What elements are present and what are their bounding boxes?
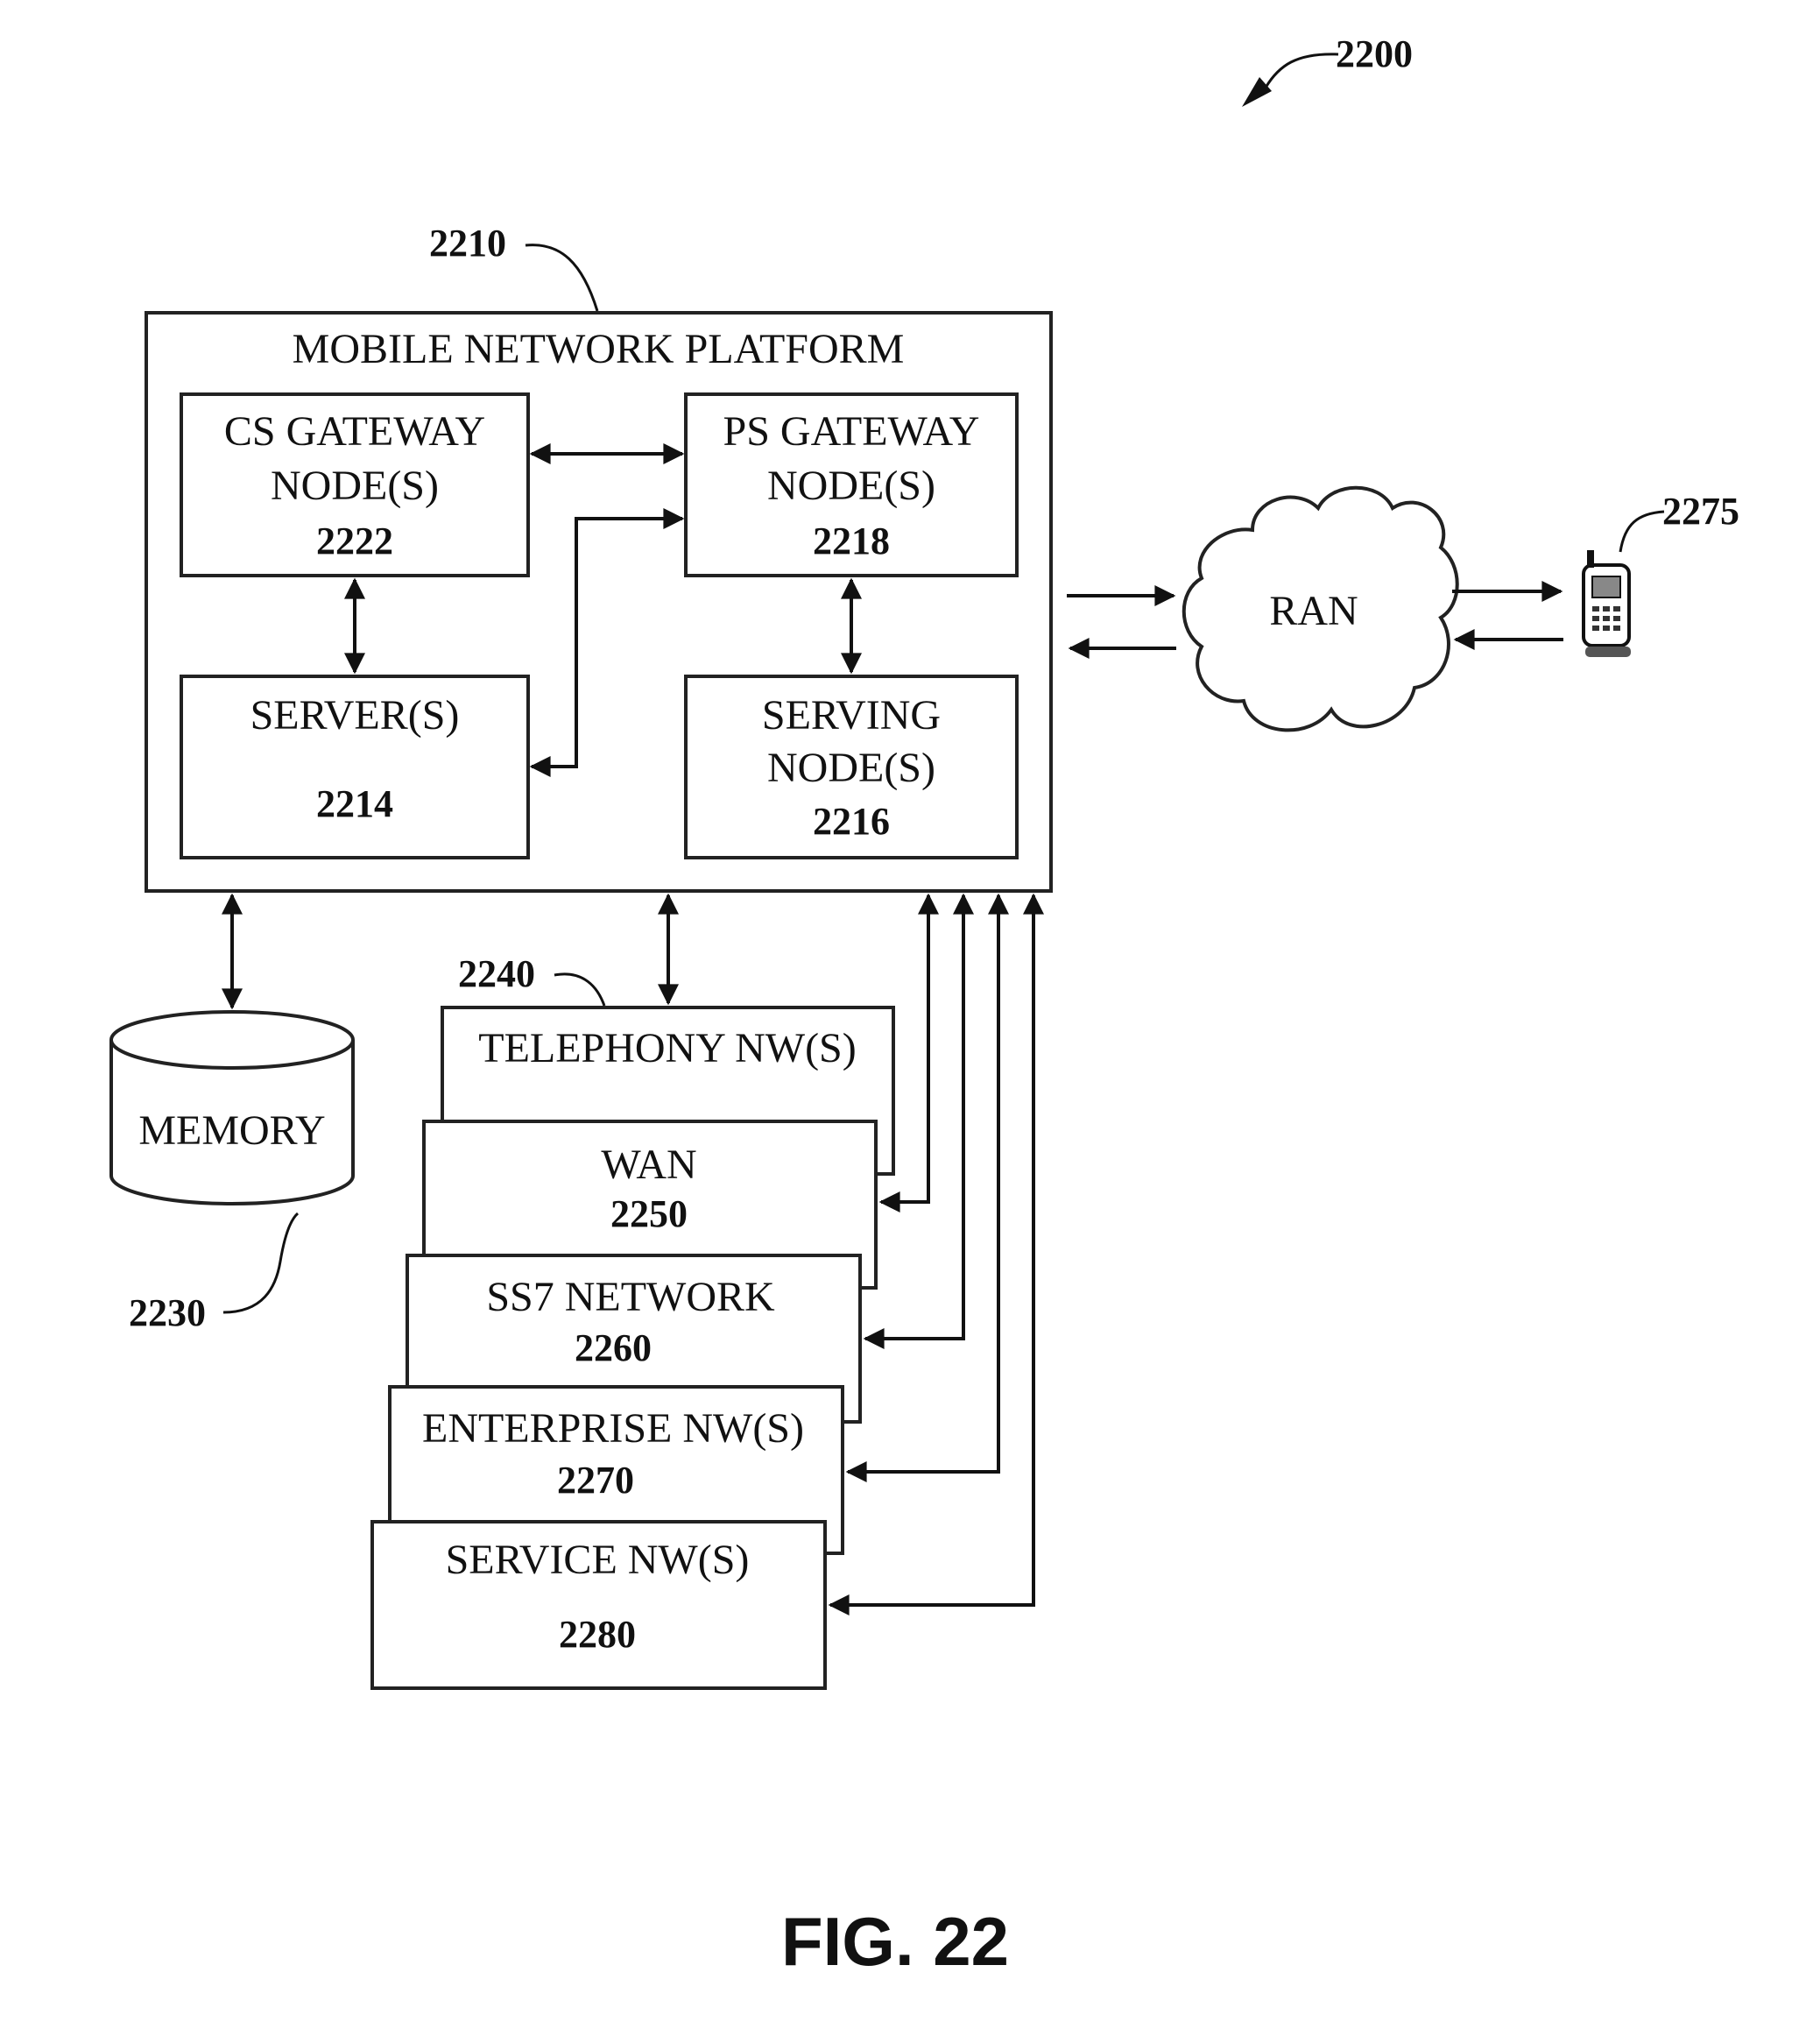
mobile-ref-label: 2275 — [1662, 490, 1739, 533]
ps-gateway-line2: NODE(S) — [767, 463, 935, 509]
service-number: 2280 — [559, 1613, 636, 1656]
ran-cloud: RAN — [1184, 488, 1457, 731]
ss7-label: SS7 NETWORK — [486, 1274, 775, 1320]
serving-number: 2216 — [813, 800, 890, 843]
memory-reference: 2230 — [129, 1213, 298, 1334]
memory-ref-label: 2230 — [129, 1291, 206, 1334]
cs-gateway-line2: NODE(S) — [271, 463, 439, 509]
ran-label: RAN — [1269, 588, 1358, 634]
networks-ref-label: 2240 — [458, 952, 535, 995]
platform-reference: 2210 — [429, 222, 597, 311]
figure-reference: 2200 — [1242, 32, 1413, 107]
mobile-phone-icon — [1584, 550, 1631, 657]
mobile-reference: 2275 — [1620, 490, 1739, 552]
cs-gateway-node: CS GATEWAY NODE(S) 2222 — [181, 394, 528, 576]
service-label: SERVICE NW(S) — [446, 1537, 750, 1583]
networks-reference: 2240 — [458, 952, 604, 1006]
ps-gateway-line1: PS GATEWAY — [723, 408, 980, 455]
wan-label: WAN — [601, 1142, 696, 1188]
ss7-number: 2260 — [575, 1326, 652, 1369]
servers-number: 2214 — [316, 782, 393, 825]
wan-number: 2250 — [610, 1192, 688, 1235]
servers-label: SERVER(S) — [250, 692, 460, 739]
figure-caption: FIG. 22 — [781, 1903, 1009, 1980]
ps-gateway-number: 2218 — [813, 520, 890, 562]
memory-cylinder: MEMORY — [111, 1012, 353, 1204]
servers-node: SERVER(S) 2214 — [181, 676, 528, 858]
serving-node: SERVING NODE(S) 2216 — [686, 676, 1017, 858]
telephony-label: TELEPHONY NW(S) — [478, 1025, 856, 1071]
figure-ref-label: 2200 — [1336, 32, 1413, 75]
cs-gateway-line1: CS GATEWAY — [224, 408, 485, 455]
serving-line2: NODE(S) — [767, 745, 935, 791]
memory-label: MEMORY — [138, 1107, 325, 1154]
enterprise-label: ENTERPRISE NW(S) — [422, 1405, 804, 1452]
service-network: SERVICE NW(S) 2280 — [372, 1522, 825, 1688]
cs-gateway-number: 2222 — [316, 520, 393, 562]
enterprise-number: 2270 — [557, 1459, 634, 1502]
ps-gateway-node: PS GATEWAY NODE(S) 2218 — [686, 394, 1017, 576]
platform-title: MOBILE NETWORK PLATFORM — [293, 326, 905, 372]
platform-ref-label: 2210 — [429, 222, 506, 265]
serving-line1: SERVING — [762, 692, 941, 739]
